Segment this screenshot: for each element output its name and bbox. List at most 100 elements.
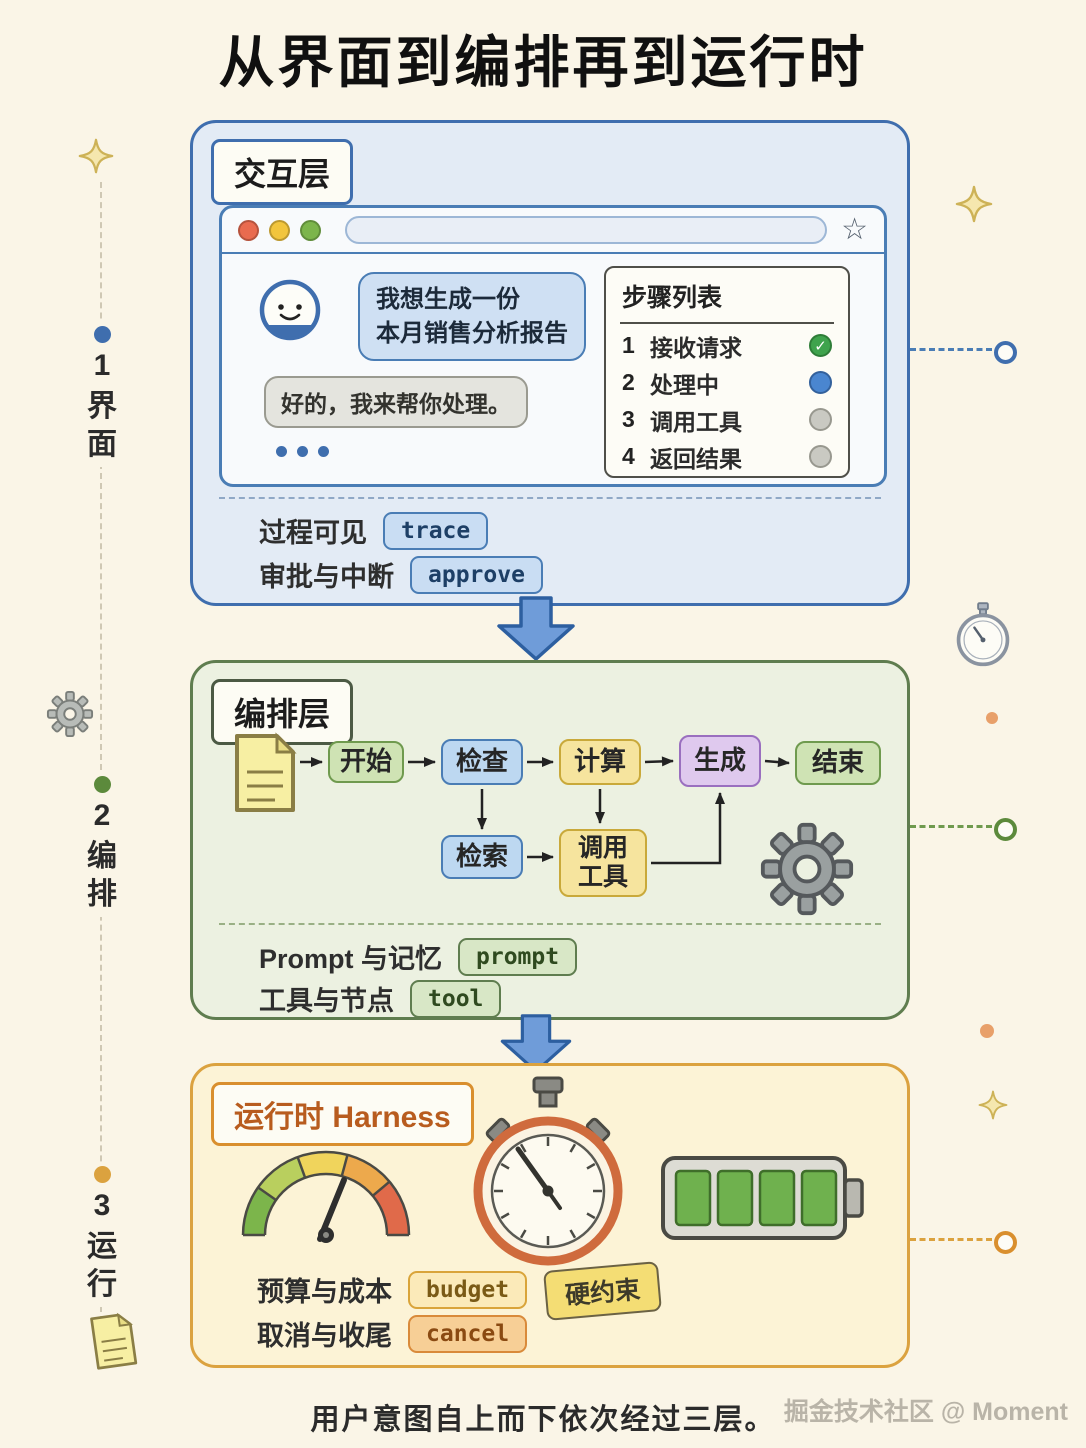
- traffic-light-green-icon: [300, 219, 321, 241]
- feature-label: 审批与中断: [259, 562, 394, 592]
- note-icon: [90, 1312, 138, 1370]
- battery-icon: [661, 1156, 864, 1240]
- flow-node-generate: 生成: [679, 735, 761, 787]
- rail-step-number: 1: [93, 349, 111, 382]
- traffic-light-yellow-icon: [269, 219, 290, 241]
- feature-label: Prompt 与记忆: [259, 944, 443, 974]
- bot-chat-bubble: 好的，我来帮你处理。: [264, 376, 528, 428]
- step-row: 2 处理中: [620, 361, 834, 398]
- cancel-tag: cancel: [408, 1314, 528, 1353]
- flow-node-check: 检查: [441, 739, 523, 785]
- ring-marker-green: [994, 818, 1017, 841]
- rail-step-label: 编 排: [87, 840, 117, 911]
- user-avatar-icon: [259, 279, 321, 341]
- flow-node-end: 结束: [795, 741, 881, 785]
- hard-constraint-tag: 硬约束: [543, 1261, 662, 1321]
- orange-dot-icon: [93, 1166, 111, 1183]
- interaction-layer-panel: 交互层 ☆ 我想生成一份 本月销售分析报告 好的，我来: [190, 120, 910, 606]
- flow-node-start: 开始: [328, 741, 404, 783]
- status-done-icon: ✓: [809, 334, 832, 357]
- feature-row-approve: 审批与中断 approve: [259, 555, 543, 594]
- flow-node-retrieve: 检索: [441, 835, 523, 879]
- page-title: 从界面到编排再到运行时: [218, 31, 868, 94]
- browser-toolbar: ☆: [222, 208, 884, 254]
- step-number: 2: [622, 369, 635, 395]
- sparkle-icon: [78, 138, 114, 174]
- footer-caption: 用户意图自上而下依次经过三层。: [310, 1404, 776, 1436]
- sparkle-icon: [955, 185, 993, 223]
- traffic-light-red-icon: [238, 219, 259, 241]
- connector-dash-orange: [910, 1238, 992, 1241]
- stopwatch-icon: [956, 602, 1010, 667]
- connector-dash-green: [910, 825, 992, 828]
- ring-marker-orange: [994, 1231, 1017, 1254]
- step-row: 3 调用工具: [620, 398, 834, 435]
- feature-row-prompt: Prompt 与记忆 prompt: [259, 937, 578, 976]
- flow-node-call-tool: 调用 工具: [559, 829, 647, 897]
- feature-label: 取消与收尾: [257, 1321, 392, 1351]
- bookmark-star-icon: ☆: [841, 213, 868, 246]
- step-label: 返回结果: [650, 445, 742, 472]
- note-icon: [235, 732, 297, 812]
- gear-icon: [46, 690, 94, 738]
- user-chat-bubble: 我想生成一份 本月销售分析报告: [358, 272, 586, 362]
- interaction-layer-badge: 交互层: [211, 139, 354, 205]
- step-label: 调用工具: [650, 408, 742, 435]
- feature-label: 工具与节点: [259, 986, 394, 1016]
- browser-window: ☆ 我想生成一份 本月销售分析报告 好的，我来帮你处理。 步骤列表: [219, 205, 887, 487]
- check-glyph: ✓: [814, 337, 827, 355]
- gear-icon: [760, 822, 854, 916]
- flow-node-compute: 计算: [559, 739, 641, 785]
- blue-dot-icon: [93, 326, 111, 343]
- rail-step-orchestration: 2 编 排: [76, 772, 128, 917]
- step-row: 1 接收请求 ✓: [620, 324, 834, 361]
- step-number: 3: [622, 406, 635, 432]
- status-active-icon: [809, 371, 832, 394]
- url-bar: [345, 216, 828, 244]
- rail-step-runtime: 3 运 行: [76, 1162, 128, 1307]
- rail-step-label: 运 行: [87, 1230, 117, 1301]
- feature-label: 预算与成本: [257, 1277, 392, 1307]
- sparkle-icon: [978, 1090, 1008, 1120]
- green-dot-icon: [93, 776, 111, 793]
- rail-step-number: 3: [93, 1189, 111, 1222]
- left-timeline-line: [100, 182, 102, 1322]
- dashed-divider: [219, 923, 881, 925]
- step-list-title: 步骤列表: [620, 276, 834, 324]
- down-arrow-icon: [497, 596, 575, 661]
- browser-content: 我想生成一份 本月销售分析报告 好的，我来帮你处理。 步骤列表 1 接收请求 ✓…: [222, 254, 884, 485]
- credit-watermark: 掘金技术社区 @ Moment: [783, 1398, 1068, 1426]
- step-number: 4: [622, 443, 635, 469]
- feature-row-budget: 预算与成本 budget: [257, 1270, 528, 1309]
- feature-label: 过程可见: [259, 518, 367, 548]
- down-arrow-icon: [500, 1014, 572, 1073]
- approve-tag: approve: [410, 555, 543, 594]
- rail-step-interface: 1 界 面: [76, 322, 128, 467]
- orchestration-layer-panel: 编排层 开始 检查 计算 生成 结束 检索 调用 工具: [190, 660, 910, 1020]
- dashed-divider: [219, 497, 881, 499]
- prompt-tag: prompt: [458, 937, 578, 976]
- ring-marker-blue: [994, 341, 1017, 364]
- status-pending-icon: [809, 408, 832, 431]
- rail-step-label: 界 面: [87, 390, 117, 461]
- tool-tag: tool: [410, 979, 502, 1018]
- feature-row-tool: 工具与节点 tool: [259, 979, 502, 1018]
- dot-marker-orange: [986, 712, 998, 724]
- stopwatch-icon: [473, 1076, 623, 1266]
- step-list-panel: 步骤列表 1 接收请求 ✓ 2 处理中 3 调用工具: [604, 266, 850, 478]
- status-pending-icon: [809, 445, 832, 468]
- dot-marker-orange: [980, 1024, 994, 1038]
- feature-row-trace: 过程可见 trace: [259, 511, 489, 550]
- rail-step-number: 2: [93, 799, 111, 832]
- step-label: 接收请求: [650, 334, 742, 361]
- typing-dots-icon: [276, 446, 329, 457]
- trace-tag: trace: [383, 511, 489, 550]
- runtime-harness-panel: 运行时 Harness: [190, 1063, 910, 1368]
- connector-dash-blue: [910, 348, 992, 351]
- runtime-harness-badge: 运行时 Harness: [211, 1082, 474, 1146]
- step-number: 1: [622, 332, 635, 358]
- step-label: 处理中: [650, 371, 719, 398]
- gauge-icon: [241, 1150, 411, 1243]
- budget-tag: budget: [408, 1270, 528, 1309]
